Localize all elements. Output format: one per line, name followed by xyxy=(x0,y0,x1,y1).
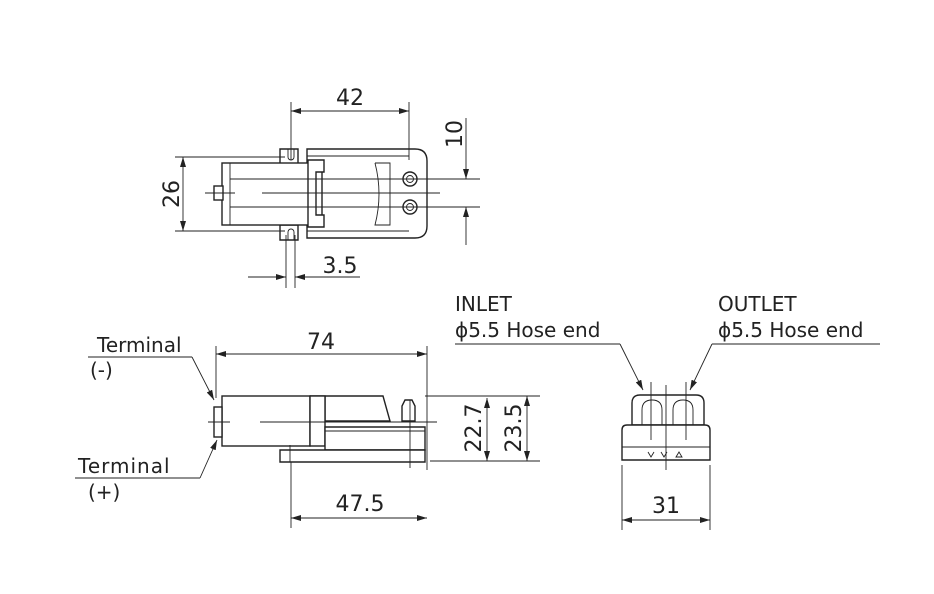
housing-outline xyxy=(306,148,428,239)
dim-31: 31 xyxy=(652,494,680,519)
terminal-pos-label: Terminal xyxy=(77,454,171,478)
inlet-label: INLET xyxy=(455,292,513,316)
dim-74: 74 xyxy=(307,330,335,355)
motor-side xyxy=(221,395,311,447)
dim-22-7: 22.7 xyxy=(462,404,487,453)
terminal-neg-sign: (-) xyxy=(90,358,113,382)
dim-42: 42 xyxy=(336,86,364,111)
dim-3-5: 3.5 xyxy=(323,254,358,279)
side-view: 74 47.5 22.7 23.5 Terminal (-) Terminal … xyxy=(75,330,540,528)
front-view: 31 INLET ϕ5.5 Hose end OUTLET ϕ5.5 Hose … xyxy=(455,292,880,530)
top-view: 42 26 10 3.5 xyxy=(160,86,480,288)
dim-10: 10 xyxy=(443,120,468,148)
terminal-pos-sign: (+) xyxy=(88,480,120,504)
inlet-spec: ϕ5.5 Hose end xyxy=(455,318,600,342)
outlet-spec: ϕ5.5 Hose end xyxy=(718,318,863,342)
motor-top xyxy=(221,162,323,226)
terminal-neg-label: Terminal xyxy=(96,333,182,357)
dim-47-5: 47.5 xyxy=(336,492,385,517)
outlet-label: OUTLET xyxy=(718,292,797,316)
dim-26: 26 xyxy=(160,180,185,208)
dim-23-5: 23.5 xyxy=(502,404,527,453)
